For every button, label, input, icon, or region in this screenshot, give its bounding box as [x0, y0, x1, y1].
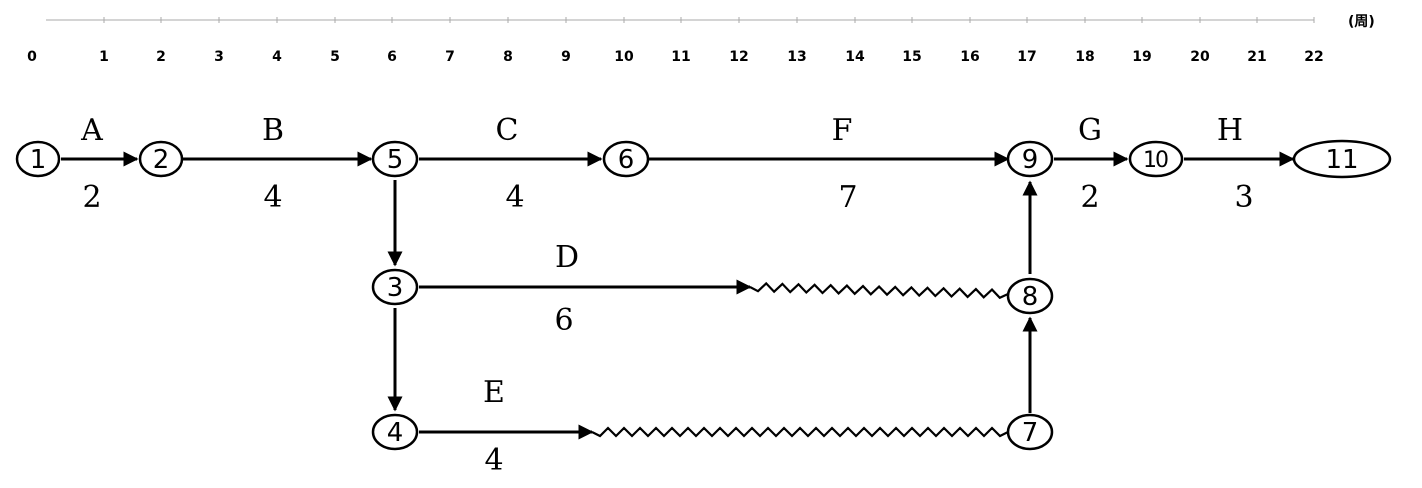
timescale-tick-label: 13 [787, 49, 806, 65]
activity-name-h: H [1217, 113, 1243, 148]
dummy-arrows [387, 180, 1038, 413]
node-4-circle [371, 413, 419, 451]
timescale-tick-label: 15 [902, 49, 921, 65]
timescale-tick-label: 2 [156, 49, 166, 65]
node-2: 2 [138, 140, 184, 178]
node-4: 4 [371, 413, 419, 451]
node-1-label: 1 [30, 145, 47, 175]
timescale-tick-label: 16 [960, 49, 979, 65]
timescale-tick-label: 0 [27, 49, 37, 65]
node-8-label: 8 [1022, 282, 1039, 312]
timescale-tick-label: 22 [1304, 49, 1323, 65]
node-10-label: 10 [1143, 148, 1168, 173]
timescale-tick-label: 4 [272, 49, 282, 65]
activity-duration-f: 7 [838, 180, 857, 215]
activity-name-g: G [1078, 113, 1102, 148]
timescale-tick-label: 14 [845, 49, 865, 65]
node-4-label: 4 [387, 418, 404, 448]
node-10: 10 [1128, 140, 1184, 178]
activity-duration-b: 4 [263, 180, 282, 215]
free-float-line-e [591, 426, 1009, 438]
node-1: 1 [15, 140, 61, 178]
timescale-tick-label: 20 [1190, 49, 1210, 65]
timescale-tick-label: 6 [387, 49, 397, 65]
timescale-tick-label: 19 [1132, 49, 1151, 65]
node-5-label: 5 [387, 145, 404, 175]
timescale-tick-label: 5 [330, 49, 340, 65]
activity-name-a: A [80, 113, 103, 148]
node-5-circle [371, 140, 419, 178]
activity-name-f: F [832, 113, 853, 148]
node-1-circle [15, 140, 61, 178]
nodes: 1 2 5 6 9 10 11 3 [15, 139, 1392, 451]
node-3: 3 [371, 268, 419, 306]
node-6-circle [602, 140, 650, 178]
timescale-tick-label: 12 [729, 49, 748, 65]
activity-duration-g: 2 [1080, 180, 1099, 215]
activity-arrows [61, 151, 1295, 440]
activity-duration-h: 3 [1234, 180, 1253, 215]
timescale-tick-label: 8 [503, 49, 513, 65]
activity-duration-d: 6 [554, 303, 573, 338]
free-float-line-d [749, 281, 1009, 300]
activity-name-d: D [555, 240, 579, 275]
timescale-tick-label: 10 [614, 49, 634, 65]
node-7-label: 7 [1022, 418, 1039, 448]
activity-duration-a: 2 [82, 180, 101, 215]
timescale-unit-label: (周) [1348, 14, 1375, 30]
node-9-circle [1006, 140, 1054, 178]
timescale-tick-label: 18 [1075, 49, 1094, 65]
timescale-tick-label: 7 [445, 49, 455, 65]
node-2-circle [138, 140, 184, 178]
node-9: 9 [1006, 140, 1054, 178]
node-10-circle [1128, 140, 1184, 178]
timescale-tick-label: 3 [214, 49, 224, 65]
activity-duration-e: 4 [484, 443, 503, 478]
timescale-tick-label: 17 [1017, 49, 1036, 65]
activity-name-b: B [262, 113, 284, 148]
timescale-tick-label: 1 [99, 49, 109, 65]
node-11-label: 11 [1325, 145, 1358, 175]
activity-labels: A 2 B 4 C 4 F 7 G 2 H 3 D 6 E 4 [80, 113, 1253, 478]
node-8: 8 [1006, 277, 1054, 315]
node-9-label: 9 [1022, 145, 1039, 175]
free-float-lines [591, 281, 1009, 438]
node-7: 7 [1006, 413, 1054, 451]
node-3-circle [371, 268, 419, 306]
activity-name-c: C [496, 113, 519, 148]
timescale-tick-label: 9 [561, 49, 571, 65]
node-3-label: 3 [387, 273, 404, 303]
node-5: 5 [371, 140, 419, 178]
activity-name-e: E [483, 375, 505, 410]
timescale-tick-label: 11 [671, 49, 690, 65]
node-6-label: 6 [618, 145, 635, 175]
node-8-circle [1006, 277, 1054, 315]
node-11-circle [1292, 139, 1392, 179]
node-11: 11 [1292, 139, 1392, 179]
node-7-circle [1006, 413, 1054, 451]
timescale-tick-label: 21 [1247, 49, 1266, 65]
activity-duration-c: 4 [505, 180, 524, 215]
node-2-label: 2 [153, 145, 170, 175]
node-6: 6 [602, 140, 650, 178]
